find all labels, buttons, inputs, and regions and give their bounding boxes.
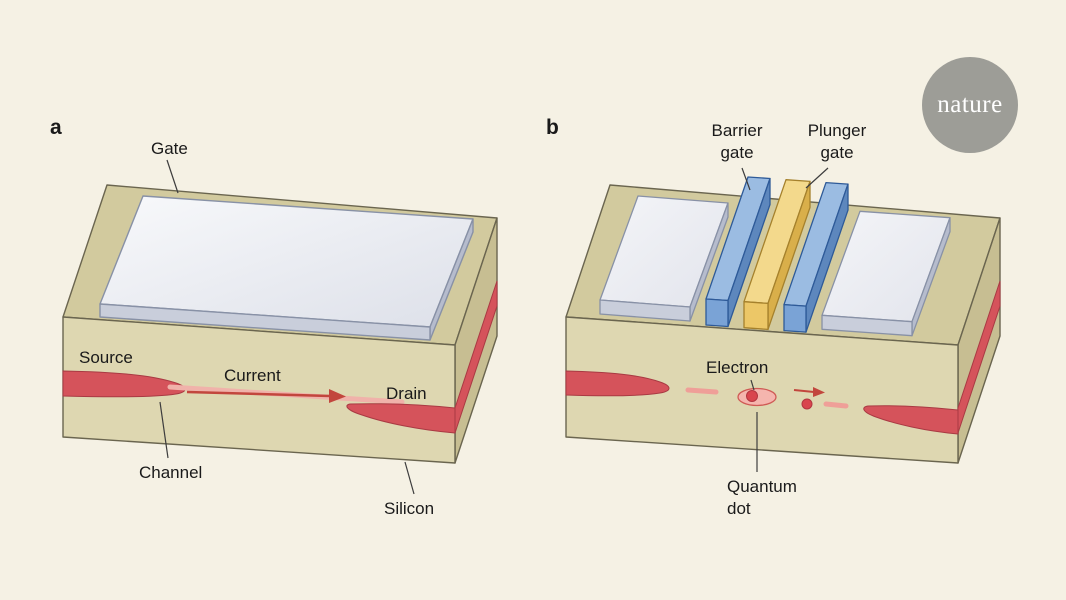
channel-pointer-line: [159, 401, 169, 459]
channel-dash-left: [685, 387, 719, 395]
panel-letter-a: a: [50, 116, 62, 139]
left-ohmic-gate-slab: [599, 195, 729, 322]
barrier-gate-bar-1: [705, 176, 771, 328]
drain-region: [346, 403, 456, 434]
trapped-electron-dot: [746, 390, 758, 402]
panel-b-pointer-lines: [741, 167, 829, 472]
nature-logo-text: nature: [937, 91, 1003, 118]
barrier1-front-face: [705, 298, 729, 328]
electron-pointer-line: [750, 379, 755, 391]
label-source: Source: [79, 348, 133, 367]
current-arrow-shaft: [186, 390, 331, 398]
label-channel: Channel: [139, 463, 203, 482]
right-ohmic-gate-slab: [821, 210, 951, 337]
channel-dash-right: [823, 401, 849, 409]
electron-motion-arrow: [793, 387, 825, 397]
label-barrier-gate-line1: Barrier: [711, 121, 763, 140]
electron-arrow-head: [813, 387, 825, 397]
label-silicon: Silicon: [384, 499, 435, 518]
barrier2-front-face: [783, 303, 807, 333]
current-arrow-head: [329, 389, 346, 403]
label-barrier-gate: Barrier gate: [711, 120, 762, 165]
plunger-front-face: [743, 301, 769, 331]
label-quantum-dot: Quantum dot: [727, 476, 797, 521]
gate-pointer-line: [166, 159, 179, 194]
panel-letter-b: b: [546, 116, 559, 139]
label-barrier-gate-line2: gate: [720, 143, 754, 163]
silicon-front-face-a: [62, 316, 456, 464]
plunger-gate-bar: [743, 179, 811, 331]
nature-logo: nature: [922, 57, 1018, 153]
silicon-pointer-line: [404, 461, 415, 495]
label-plunger-gate-line2: gate: [820, 143, 854, 163]
source-region-b: [565, 370, 670, 397]
plunger-gate-pointer-line: [805, 167, 829, 189]
barrier-gate-pointer-line: [741, 167, 751, 191]
label-current: Current: [224, 366, 281, 385]
label-quantum-dot-line2: dot: [727, 499, 751, 519]
panel-a-gate-slab: [99, 195, 474, 341]
gate-front-face: [99, 303, 431, 341]
panel-a-pointer-lines: [159, 159, 415, 495]
label-plunger-gate-line1: Plunger: [807, 121, 867, 140]
current-arrow: [186, 389, 346, 403]
free-electron-dot: [801, 398, 813, 410]
right-slab-front-face: [821, 314, 913, 337]
label-electron: Electron: [706, 358, 769, 377]
label-drain: Drain: [386, 384, 427, 403]
label-plunger-gate: Plunger gate: [808, 120, 867, 165]
label-gate: Gate: [151, 139, 188, 158]
electron-arrow-shaft: [793, 389, 815, 393]
barrier-gate-bar-2: [783, 181, 849, 333]
left-slab-front-face: [599, 299, 691, 322]
label-quantum-dot-line1: Quantum: [727, 477, 797, 496]
drain-region-b: [863, 405, 959, 435]
